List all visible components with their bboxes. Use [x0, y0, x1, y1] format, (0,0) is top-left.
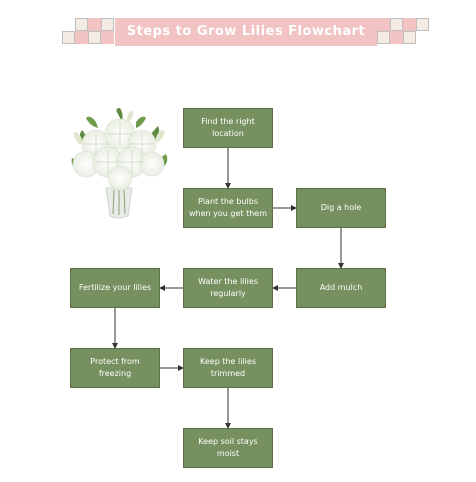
- title-banner: Steps to Grow Lilies Flowchart: [62, 18, 430, 46]
- title-bar: Steps to Grow Lilies Flowchart: [115, 18, 377, 46]
- step-dig-hole: Dig a hole: [296, 188, 386, 228]
- banner-square: [101, 31, 114, 44]
- step-label: Find the right location: [201, 117, 255, 138]
- banner-square: [390, 31, 403, 44]
- banner-square: [377, 31, 390, 44]
- banner-square: [75, 31, 88, 44]
- step-label: Add mulch: [319, 283, 363, 292]
- step-label: Keep the lilies trimmed: [200, 357, 256, 378]
- lily-vase-image: [71, 108, 168, 219]
- step-label: Keep soil stays moist: [198, 437, 258, 458]
- step-label: Water the lilies regularly: [198, 277, 258, 298]
- step-find-location: Find the right location: [183, 108, 273, 148]
- step-add-mulch: Add mulch: [296, 268, 386, 308]
- step-water-lilies: Water the lilies regularly: [183, 268, 273, 308]
- banner-square: [88, 18, 101, 31]
- step-fertilize: Fertilize your lilies: [70, 268, 160, 308]
- banner-square: [377, 18, 390, 31]
- step-keep-trimmed: Keep the lilies trimmed: [183, 348, 273, 388]
- banner-square: [88, 31, 101, 44]
- step-label: Plant the bulbs when you get them: [189, 197, 267, 218]
- page-title: Steps to Grow Lilies Flowchart: [126, 24, 366, 39]
- step-label: Dig a hole: [320, 203, 362, 212]
- step-label: Fertilize your lilies: [78, 283, 152, 292]
- step-protect-from-freezing: Protect from freezing: [70, 348, 160, 388]
- step-label: Protect from freezing: [90, 357, 140, 378]
- banner-square: [403, 31, 416, 44]
- banner-square: [75, 18, 88, 31]
- banner-square: [390, 18, 403, 31]
- banner-square: [62, 31, 75, 44]
- banner-square: [403, 18, 416, 31]
- banner-square: [101, 18, 114, 31]
- banner-square: [416, 18, 429, 31]
- step-keep-soil-moist: Keep soil stays moist: [183, 428, 273, 468]
- step-plant-bulbs: Plant the bulbs when you get them: [183, 188, 273, 228]
